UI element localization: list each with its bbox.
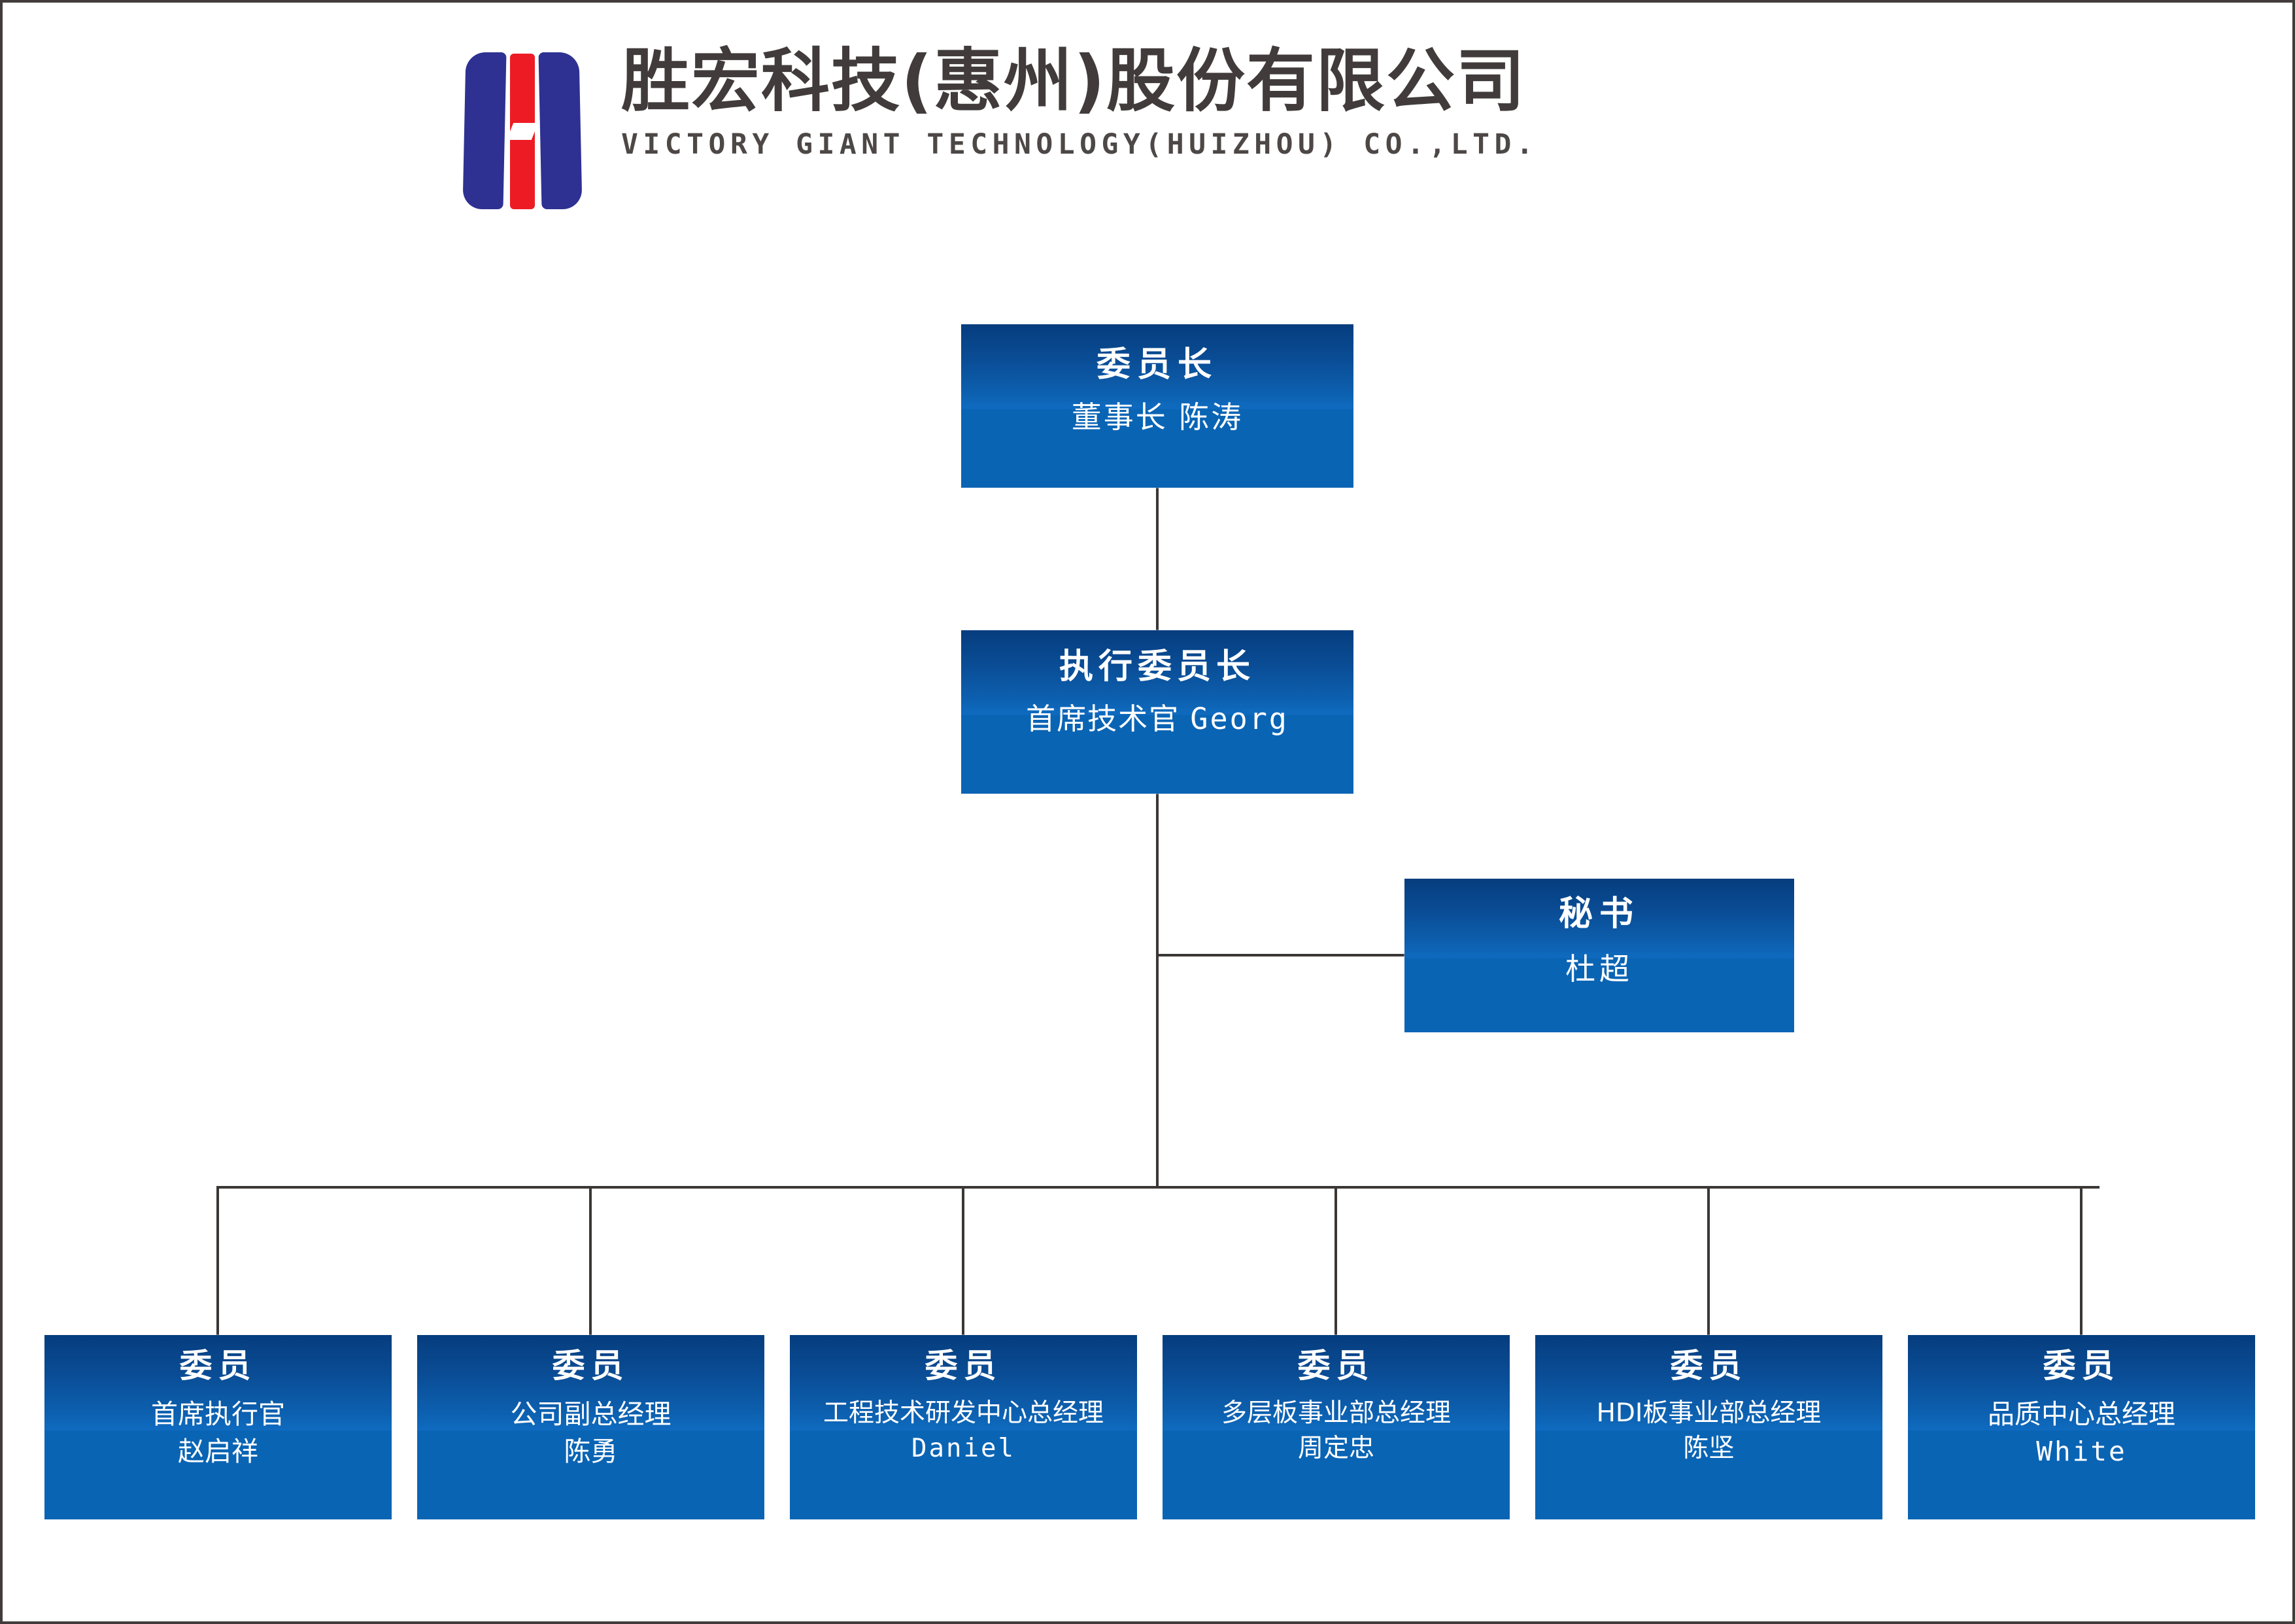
node-member-role: 工程技术研发中心总经理 [823,1398,1104,1428]
node-member-detail: 工程技术研发中心总经理 Daniel [823,1398,1104,1465]
node-secretary[interactable]: 秘书 杜超 [1404,879,1794,1032]
node-member-role: 首席执行官 [151,1398,285,1430]
node-executive-person: Georg [1190,702,1289,736]
node-member-role: 多层板事业部总经理 [1221,1398,1451,1428]
node-executive-subtitle: 首席技术官 Georg [1026,701,1289,737]
node-executive-role: 首席技术官 [1026,702,1191,736]
node-member-detail: 公司副总经理 陈勇 [511,1398,672,1468]
node-chairman-subtitle: 董事长 陈涛 [1071,399,1244,435]
node-member-detail: 品质中心总经理 White [1988,1398,2175,1468]
node-member-hdi-gm[interactable]: 委员 HDI板事业部总经理 陈坚 [1535,1335,1882,1519]
node-member-detail: 多层板事业部总经理 周定忠 [1221,1398,1451,1465]
node-member-deputy-gm[interactable]: 委员 公司副总经理 陈勇 [417,1335,764,1519]
node-member-quality-gm[interactable]: 委员 品质中心总经理 White [1908,1335,2255,1519]
node-secretary-subtitle: 杜超 [1565,951,1633,987]
node-member-detail: 首席执行官 赵启祥 [151,1398,285,1468]
node-member-title: 委员 [1670,1347,1748,1385]
connector-executive-trunk [1156,794,1159,1187]
connector-drop-member-1 [589,1186,592,1336]
connector-drop-member-5 [2080,1186,2082,1336]
node-member-title: 委员 [179,1347,257,1385]
node-member-multilayer-gm[interactable]: 委员 多层板事业部总经理 周定忠 [1163,1335,1510,1519]
company-name-cn: 胜宏科技(惠州)股份有限公司 [621,41,1526,121]
connector-member-bus [216,1186,2100,1189]
node-member-title: 委员 [1297,1347,1375,1385]
connector-drop-member-0 [216,1186,219,1336]
node-member-title: 委员 [925,1347,1002,1385]
node-member-person: White [2036,1435,2127,1467]
node-member-role: HDI板事业部总经理 [1596,1398,1822,1428]
node-executive-title: 执行委员长 [1059,647,1255,686]
node-member-person: 陈坚 [1683,1434,1735,1464]
node-member-title: 委员 [552,1347,630,1385]
node-member-role: 公司副总经理 [510,1398,672,1430]
node-member-person: 陈勇 [564,1435,618,1467]
company-name-en: VICTORY GIANT TECHNOLOGY(HUIZHOU) CO.,LT… [621,127,1538,161]
company-logo-icon [460,52,583,209]
company-header: 胜宏科技(惠州)股份有限公司 VICTORY GIANT TECHNOLOGY(… [460,41,1538,209]
company-name-block: 胜宏科技(惠州)股份有限公司 VICTORY GIANT TECHNOLOGY(… [621,41,1538,161]
node-secretary-title: 秘书 [1558,894,1640,934]
node-member-role: 品质中心总经理 [1988,1398,2175,1430]
node-member-detail: HDI板事业部总经理 陈坚 [1597,1398,1822,1465]
node-chairman-title: 委员长 [1096,345,1218,384]
connector-drop-member-4 [1707,1186,1710,1336]
connector-drop-member-3 [1334,1186,1337,1336]
connector-drop-member-2 [962,1186,964,1336]
node-chairman[interactable]: 委员长 董事长 陈涛 [961,324,1353,488]
node-executive-chairman[interactable]: 执行委员长 首席技术官 Georg [961,630,1353,794]
node-member-rnd-gm[interactable]: 委员 工程技术研发中心总经理 Daniel [790,1335,1137,1519]
connector-chairman-to-executive [1156,488,1159,630]
node-member-title: 委员 [2043,1347,2120,1385]
node-member-person: 周定忠 [1297,1434,1374,1464]
node-member-ceo[interactable]: 委员 首席执行官 赵启祥 [44,1335,392,1519]
connector-executive-to-secretary [1156,954,1406,956]
node-member-person: 赵启祥 [178,1435,258,1467]
node-member-person: Daniel [911,1434,1015,1464]
